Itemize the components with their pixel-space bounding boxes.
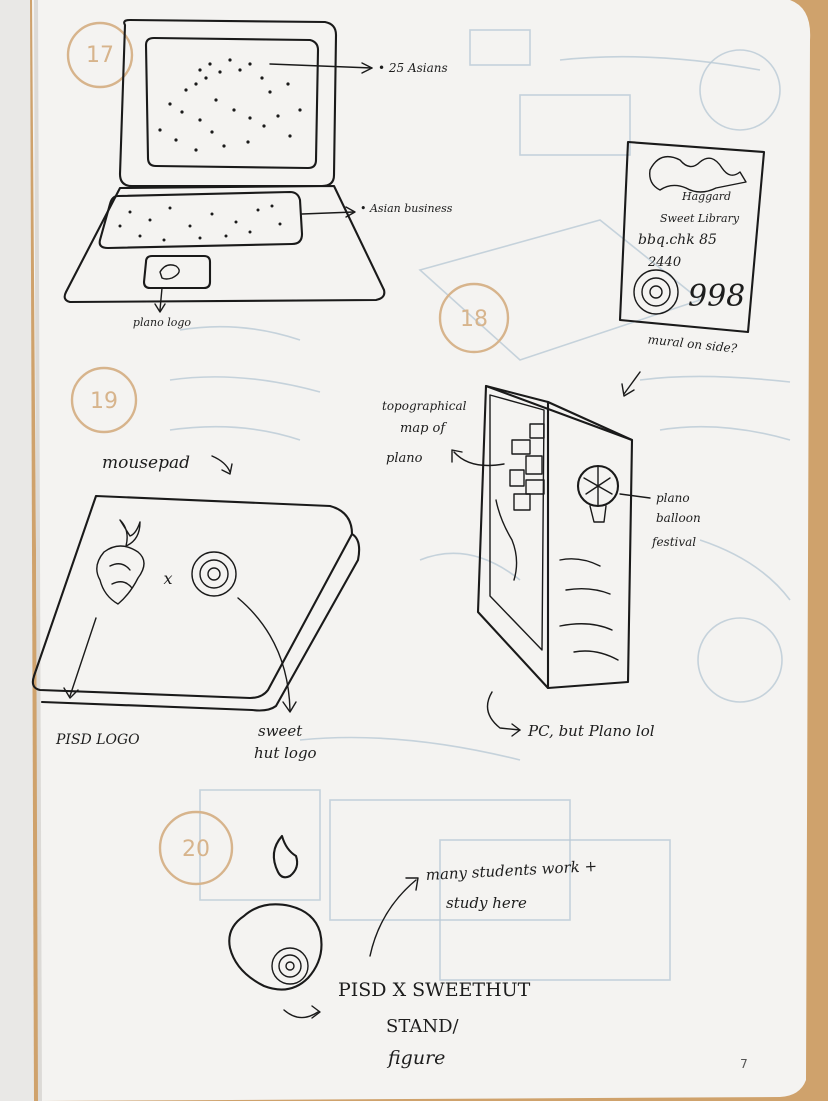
sketch-number-20: 20: [182, 837, 210, 862]
laptop-screen: [144, 36, 320, 170]
mural-swirl-icon: [633, 269, 679, 315]
laptop-lid: [118, 18, 338, 188]
pc-note: PC, but Plano lol: [527, 722, 655, 740]
trackpad-note: plano logo: [133, 316, 192, 329]
page-number: 7: [740, 1057, 748, 1071]
stand-rotate-arrow: [283, 1009, 319, 1019]
pc-front-waves: [559, 558, 619, 661]
stand-caption-line-1: PISD X SWEETHUT: [338, 979, 531, 1001]
balloon-note-line-1: plano: [656, 491, 690, 505]
sketch-19-mousepad: 19 mousepad x PISD LOGO sweet hut logo: [31, 366, 361, 762]
pisd-arrow: [69, 617, 97, 697]
screen-dots: [158, 58, 302, 152]
mousepad-title-arrow: [211, 455, 231, 473]
pisd-logo-icon: [96, 545, 145, 605]
keyboard-dots: [118, 204, 282, 242]
sketch-number-circle-20: [158, 810, 234, 886]
mousepad-thickness: [40, 532, 361, 712]
mural-line-4: 2440: [647, 255, 681, 270]
students-arrow: [369, 879, 417, 957]
mural-line-1: Haggard: [681, 190, 731, 203]
sketch-number-circle-19: [70, 366, 138, 434]
balloon-note-line-3: festival: [651, 535, 696, 549]
sweethut-logo-icon: [191, 551, 237, 597]
trackpad-logo-icon: [159, 264, 180, 280]
mural-line-3: bbq.chk 85: [638, 232, 717, 248]
balloon-arrow: [619, 493, 651, 499]
mural-line-2: Sweet Library: [660, 212, 740, 225]
stand-caption-line-2: STAND/: [386, 1016, 460, 1037]
stand-flame-icon: [272, 834, 299, 879]
pisd-note: PISD LOGO: [55, 732, 140, 748]
page-gutter: [34, 0, 42, 1101]
facing-page-edge: [0, 0, 34, 1101]
keyboard-arrow: [301, 211, 355, 215]
pisd-flame-icon: [119, 519, 141, 547]
mousepad-cross: x: [163, 569, 172, 588]
map-arrow: [453, 451, 505, 467]
sweethut-arrow: [237, 597, 291, 711]
sketch-18-pc: 18 Haggard Sweet Library bbq.chk 85 2440…: [382, 140, 766, 740]
students-note-line-2: study here: [446, 894, 527, 912]
map-note-line-1: topographical: [382, 399, 467, 413]
sweethut-note-line-1: sweet: [258, 722, 303, 740]
laptop-keyboard: [98, 190, 304, 250]
mural-panel: [618, 140, 766, 334]
pc-side-panel: [489, 394, 545, 651]
topographic-map-blocks: [495, 423, 545, 581]
sketch-number-18: 18: [460, 307, 488, 332]
stand-pisd-figure: [228, 903, 323, 991]
sketch-number-19: 19: [90, 389, 118, 414]
map-note-line-3: plano: [386, 451, 423, 466]
sketch-number-circle-17: [66, 21, 134, 89]
balloon-note-line-2: balloon: [656, 511, 701, 525]
trackpad-arrow: [159, 287, 163, 311]
pc-tower: [476, 384, 634, 690]
stand-caption-line-3: figure: [386, 1047, 445, 1069]
mural-arrow: [623, 371, 641, 395]
laptop-trackpad: [142, 254, 212, 290]
sketch-number-17: 17: [86, 43, 114, 68]
mousepad-outline: [31, 494, 354, 700]
screen-arrow: [269, 63, 373, 69]
mural-line-5: 998: [688, 279, 745, 314]
mousepad-title: mousepad: [102, 453, 190, 473]
screen-note: • 25 Asians: [378, 61, 448, 75]
sweethut-note-line-2: hut logo: [254, 744, 317, 762]
keyboard-note: • Asian business: [360, 202, 453, 215]
notebook-page: [32, 0, 811, 1101]
stand-sweethut-swirl-icon: [271, 947, 309, 985]
sketch-number-circle-18: [438, 282, 510, 354]
map-note-line-2: map of: [400, 421, 447, 436]
mural-flame-icon: [649, 156, 747, 193]
bleed-through-sketches: [169, 29, 791, 981]
laptop-base: [63, 184, 386, 304]
pc-arrow: [486, 691, 521, 731]
sketch-17-laptop: 17 • 25 Asians • Asian business: [63, 18, 453, 329]
